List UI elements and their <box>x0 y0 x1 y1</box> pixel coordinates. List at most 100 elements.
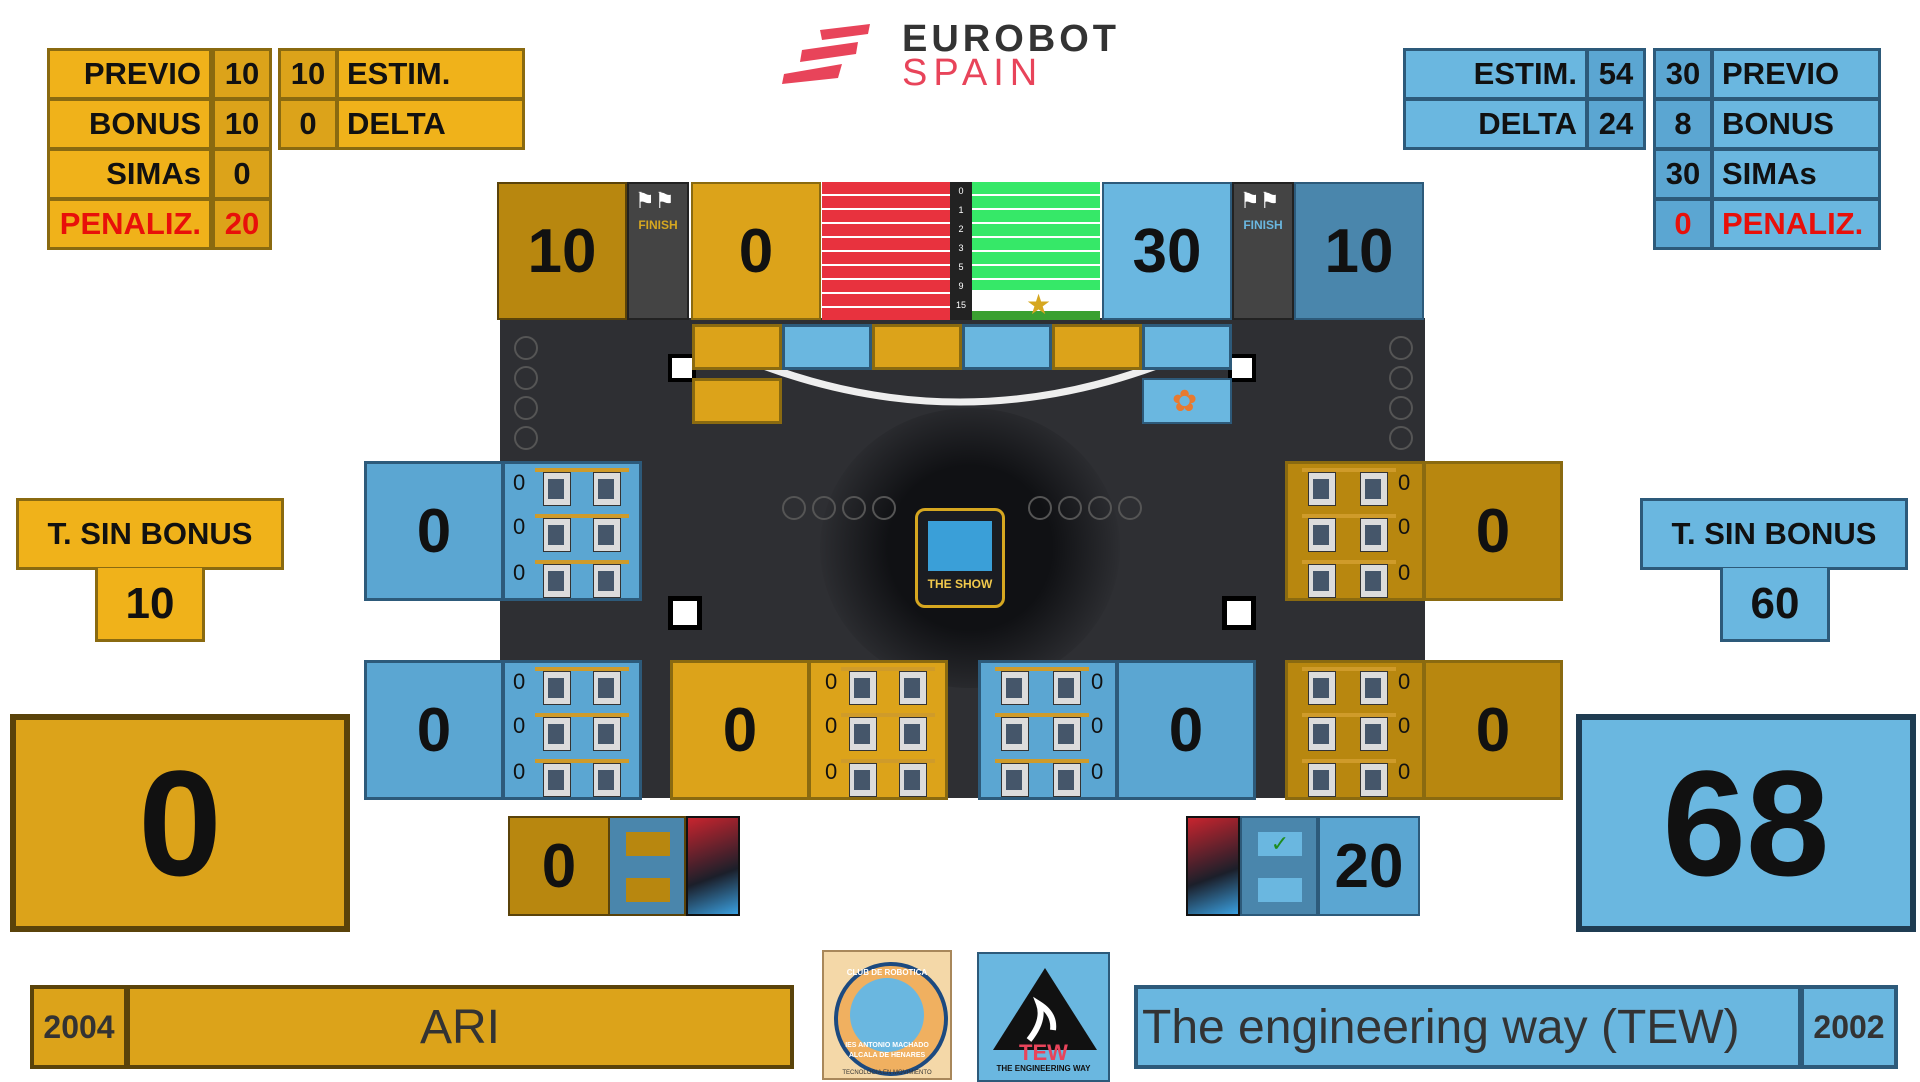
right-simas-label: SIMAs <box>1711 148 1881 200</box>
checkered-flag-icon: ⚑⚑ <box>1240 188 1280 213</box>
aruco-marker-br-icon <box>1222 596 1256 630</box>
low-zone2-shelves: 0 0 0 <box>808 660 948 800</box>
right-previo-value: 30 <box>1653 48 1713 100</box>
aruco-marker-tr-icon <box>1228 354 1256 382</box>
right-robot-card-icon <box>1186 816 1240 916</box>
block-b4: ✿ <box>1142 378 1232 424</box>
mid-right-zone-shelves: 0 0 0 <box>1285 461 1425 601</box>
low-zone2-score: 0 <box>670 660 810 800</box>
left-previo-value: 10 <box>212 48 272 100</box>
right-penaliz-label: PENALIZ. <box>1711 198 1881 250</box>
show-logo-text: THE SHOW <box>927 577 993 591</box>
club-logo-line2: IES ANTONIO MACHADO <box>845 1042 929 1049</box>
low-zone1-score: 0 <box>364 660 504 800</box>
aruco-marker-bl-icon <box>668 596 702 630</box>
tew-logo-text: TEW <box>1019 1040 1068 1065</box>
left-top-score2: 0 <box>691 182 821 320</box>
left-estim-label: ESTIM. <box>336 48 525 100</box>
left-delta-value: 0 <box>278 98 338 150</box>
low-zone4-shelves: 0 0 0 <box>1285 660 1425 800</box>
right-team-year: 2002 <box>1800 985 1898 1069</box>
ladder-label: 5 <box>958 262 964 272</box>
mid-left-zone-shelves: 0 0 0 <box>502 461 642 601</box>
left-finish-label: FINISH <box>629 218 687 232</box>
ladder-green-bars <box>972 182 1100 290</box>
checkered-flag-icon: ⚑⚑ <box>635 188 675 213</box>
left-t-sin-bonus-label: T. SIN BONUS <box>16 498 284 570</box>
left-penaliz-value: 20 <box>212 198 272 250</box>
club-logo-line1: CLUB DE ROBOTICA <box>846 968 928 977</box>
block-y3 <box>1052 324 1142 370</box>
mid-right-zone-score: 0 <box>1423 461 1563 601</box>
right-penaliz-value: 0 <box>1653 198 1713 250</box>
tew-logo-subtext: THE ENGINEERING WAY <box>996 1064 1091 1073</box>
brand-line2: SPAIN <box>902 52 1044 94</box>
right-estim-label: ESTIM. <box>1403 48 1588 100</box>
left-estim-value: 10 <box>278 48 338 100</box>
brand-line1: EUROBOT <box>902 18 1120 60</box>
right-t-sin-bonus-value: 60 <box>1720 568 1830 642</box>
eurobot-swoosh-icon <box>782 24 870 84</box>
left-bottom-score: 0 <box>508 816 610 916</box>
left-delta-label: DELTA <box>336 98 525 150</box>
ladder-label: 9 <box>958 281 964 291</box>
game-board: THE SHOW <box>500 318 1425 798</box>
ladder-label: 2 <box>958 224 964 234</box>
right-bottom-indicator: ✓ <box>1240 816 1318 916</box>
mid-left-zone-score: 0 <box>364 461 504 601</box>
left-bonus-label: BONUS <box>47 98 212 150</box>
right-estim-value: 54 <box>1586 48 1646 100</box>
left-t-sin-bonus-value: 10 <box>95 568 205 642</box>
left-team-name: ARI <box>126 985 794 1069</box>
right-t-sin-bonus-label: T. SIN BONUS <box>1640 498 1908 570</box>
left-robot-card-icon <box>686 816 740 916</box>
left-top-score: 10 <box>497 182 627 320</box>
ladder-label: 3 <box>958 243 964 253</box>
right-bonus-value: 8 <box>1653 98 1713 150</box>
right-finish-label: FINISH <box>1234 218 1292 232</box>
right-top-score2: 10 <box>1294 182 1424 320</box>
flower-icon: ✿ <box>1172 385 1198 418</box>
right-previo-label: PREVIO <box>1711 48 1881 100</box>
ladder-label: 0 <box>958 186 964 196</box>
ladder-red-bars <box>822 182 950 320</box>
low-zone3-score: 0 <box>1116 660 1256 800</box>
star-icon: ★ <box>1026 289 1052 320</box>
left-penaliz-label: PENALIZ. <box>47 198 212 250</box>
left-previo-label: PREVIO <box>47 48 212 100</box>
club-robotica-logo: CLUB DE ROBOTICA IES ANTONIO MACHADO ALC… <box>822 950 952 1080</box>
right-stats-panel: ESTIM. 54 DELTA 24 30 PREVIO 8 BONUS 30 … <box>1403 48 1881 252</box>
left-finish-flag: ⚑⚑ FINISH <box>627 182 689 320</box>
ladder-label: 1 <box>958 205 964 215</box>
block-y2 <box>872 324 962 370</box>
block-y1 <box>692 324 782 370</box>
low-zone3-shelves: 0 0 0 <box>978 660 1118 800</box>
right-finish-flag: ⚑⚑ FINISH <box>1232 182 1294 320</box>
low-zone4-score: 0 <box>1423 660 1563 800</box>
right-simas-value: 30 <box>1653 148 1713 200</box>
aruco-marker-tl-icon <box>668 354 696 382</box>
block-b2 <box>962 324 1052 370</box>
right-bottom-score: 20 <box>1318 816 1420 916</box>
tew-triangle-icon <box>993 968 1097 1050</box>
board-arc-icon <box>739 358 1181 406</box>
right-delta-label: DELTA <box>1403 98 1588 150</box>
eurobot-logo: EUROBOT SPAIN <box>780 18 1160 94</box>
block-b1 <box>782 324 872 370</box>
left-simas-label: SIMAs <box>47 148 212 200</box>
left-stats-panel: PREVIO 10 BONUS 10 SIMAs 0 PENALIZ. 20 1… <box>47 48 525 252</box>
block-b3 <box>1142 324 1232 370</box>
right-delta-value: 24 <box>1586 98 1646 150</box>
ladder-flag: ★ <box>972 290 1100 320</box>
low-zone1-shelves: 0 0 0 <box>502 660 642 800</box>
left-team-year: 2004 <box>30 985 128 1069</box>
show-logo: THE SHOW <box>915 508 1005 608</box>
right-total-score: 68 <box>1576 714 1916 932</box>
club-logo-line3: ALCALA DE HENARES <box>848 1052 926 1059</box>
club-logo-line4: TECNOLOGIA EN MOVIMIENTO <box>842 1070 932 1076</box>
left-bottom-indicator <box>608 816 686 916</box>
right-team-name: The engineering way (TEW) <box>1134 985 1802 1069</box>
left-total-score: 0 <box>10 714 350 932</box>
left-simas-value: 0 <box>212 148 272 200</box>
tew-logo: TEW THE ENGINEERING WAY <box>977 952 1110 1082</box>
